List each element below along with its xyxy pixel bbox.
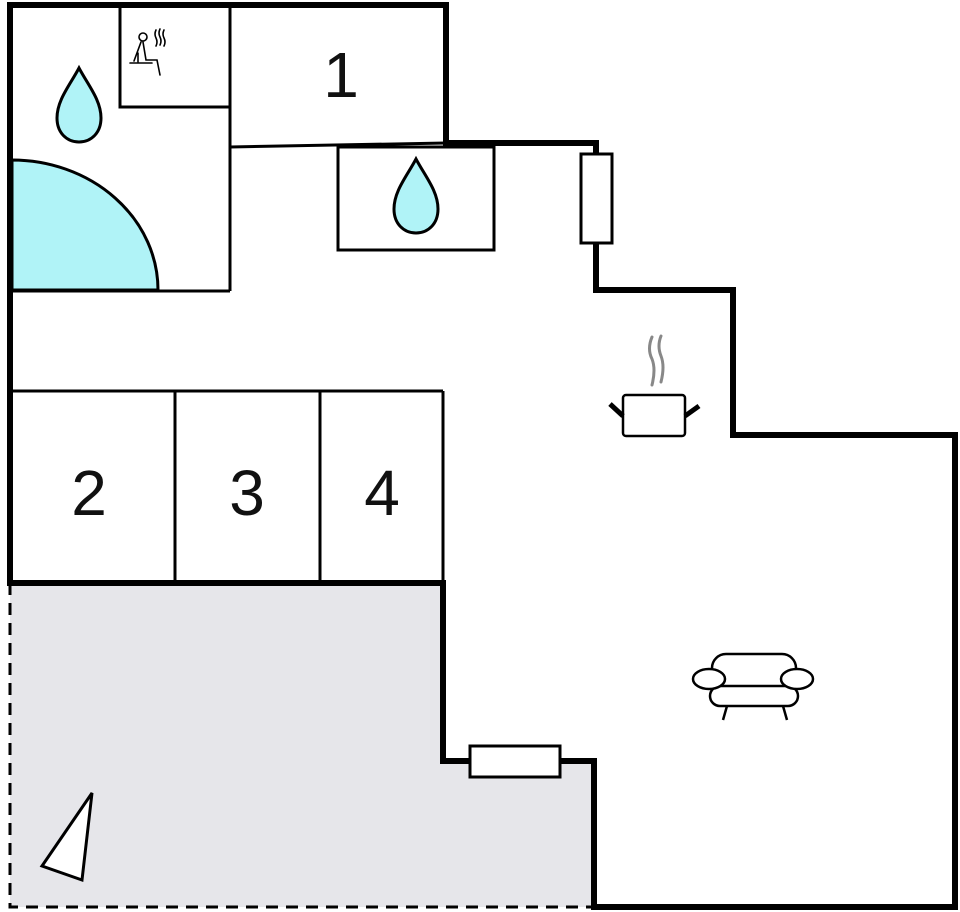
cooking-pot-icon [608, 334, 701, 438]
sauna-icon [129, 28, 166, 76]
terrace [10, 583, 594, 907]
exterior-walls [7, 2, 958, 910]
window [468, 744, 562, 779]
armchair-icon [691, 652, 815, 721]
water-drop-icon [55, 64, 103, 144]
compass-icon [39, 792, 94, 883]
room-label-2: 2 [71, 457, 107, 529]
room-label-4: 4 [364, 457, 400, 529]
room-label-1: 1 [323, 39, 359, 111]
water-drop-icon [392, 155, 440, 235]
interior-walls [10, 3, 496, 583]
terrace-dashed-edge [8, 583, 594, 909]
room-label-3: 3 [229, 457, 265, 529]
window [579, 152, 614, 245]
hot-tub [10, 158, 160, 292]
